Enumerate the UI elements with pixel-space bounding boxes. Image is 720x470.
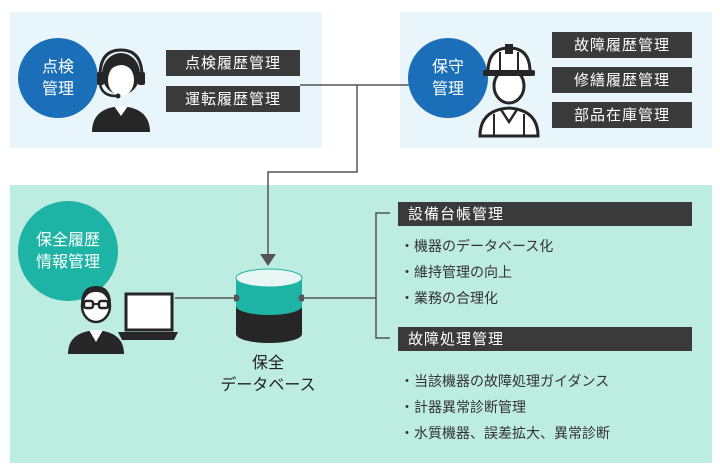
history-circle: 保全履歴情報管理 — [18, 201, 118, 301]
inspection-circle-line1: 点検 — [41, 57, 74, 76]
equipment-ledger-item-1: ・機器のデータベース化 — [400, 239, 554, 255]
maintenance-circle: 保守管理 — [408, 38, 488, 118]
failure-handling-item-1: ・当該機器の故障処理ガイダンス — [400, 374, 610, 390]
operation-history-tag: 運転履歴管理 — [166, 86, 300, 112]
equipment-ledger-header: 設備台帳管理 — [398, 202, 692, 226]
inspection-circle: 点検管理 — [18, 38, 98, 118]
inspection-circle-line2: 管理 — [41, 79, 74, 98]
inspection-history-tag: 点検履歴管理 — [166, 50, 300, 76]
database-label-line2: データベース — [220, 375, 316, 394]
database-icon — [234, 268, 304, 343]
equipment-ledger-item-2: ・維持管理の向上 — [400, 265, 512, 281]
maintenance-circle-line1: 保守 — [431, 57, 464, 76]
failure-handling-header: 故障処理管理 — [398, 327, 692, 351]
laptop-user-icon — [68, 286, 178, 354]
history-circle-line2: 情報管理 — [35, 252, 100, 271]
repair-history-tag: 修繕履歴管理 — [552, 67, 692, 93]
failure-handling-item-2: ・計器異常診断管理 — [400, 400, 526, 416]
headset-operator-icon — [92, 48, 150, 132]
parts-inventory-tag: 部品在庫管理 — [552, 102, 692, 128]
maintenance-circle-line2: 管理 — [431, 79, 464, 98]
database-label-line1: 保全 — [251, 353, 284, 372]
failure-handling-item-3: ・水質機器、誤差拡大、異常診断 — [400, 426, 610, 442]
history-circle-line1: 保全履歴 — [35, 230, 100, 249]
database-label: 保全 データベース — [198, 352, 338, 396]
hardhat-worker-icon — [478, 44, 540, 138]
equipment-ledger-item-3: ・業務の合理化 — [400, 291, 498, 307]
failure-history-tag: 故障履歴管理 — [552, 32, 692, 58]
